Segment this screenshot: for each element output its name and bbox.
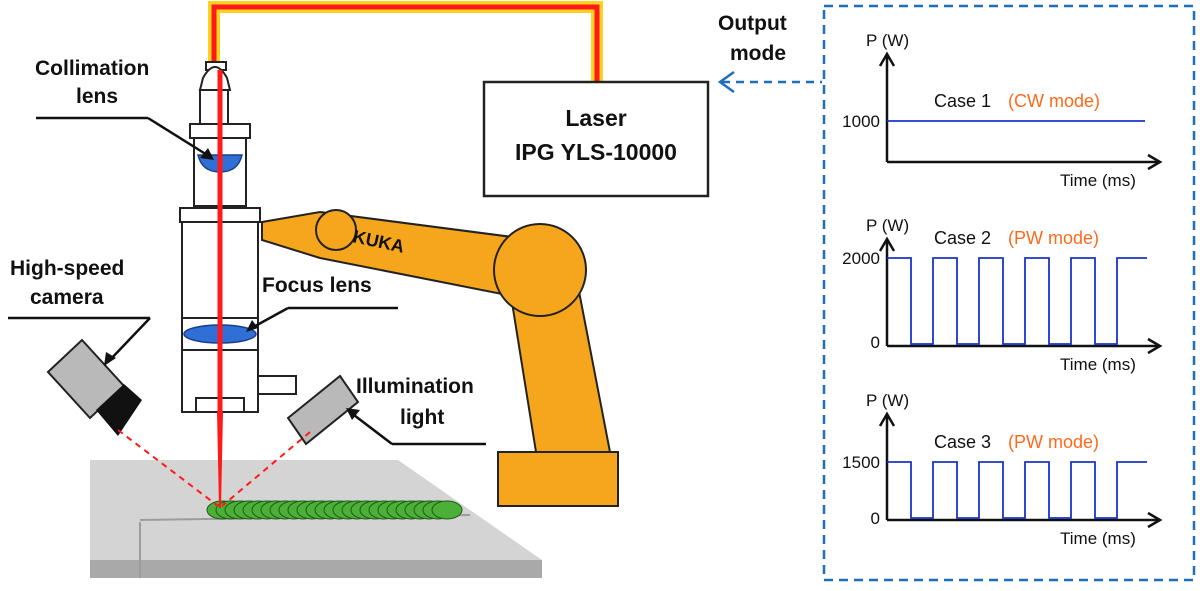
chart-2-ytick-level: 2000 [842,249,880,268]
weld-seam [206,500,463,520]
fiber-core [211,4,600,82]
chart-2-mode-label: (PW mode) [1008,228,1099,248]
power-chart-2: P (W) Time (ms) Case 2 (PW mode) 2000 0 [842,216,1163,374]
chart-3-ylabel: P (W) [866,391,909,410]
plate-front-edge [90,560,542,578]
illumination-leader-arrow [349,411,393,445]
illumination-light-label: Illumination [356,375,474,398]
laser-beam-focused [217,412,223,508]
high-speed-camera-label: High-speed [10,257,124,280]
collimation-lens-label-line2: lens [76,85,118,108]
chart-2-xlabel: Time (ms) [1060,355,1136,374]
camera-lens [96,384,142,436]
chart-2-power-waveform [887,257,1147,345]
high-speed-camera [46,338,142,436]
chart-1-case-label: Case 1 [934,91,991,111]
robot-base [497,451,619,507]
illumination-body [286,374,360,446]
leader-arrowheads [104,148,360,420]
laser-box-title: Laser [565,105,626,131]
output-mode-arrowhead [717,70,735,94]
robot-shoulder-joint [493,223,587,317]
chart-2-case-label: Case 2 [934,228,991,248]
focus-lens-arrowhead [246,320,258,332]
output-mode-frame [822,4,1196,582]
power-waveform-charts: P (W) Time (ms) Case 1 (CW mode) 1000 P (W) Ti… [842,31,1163,548]
chart-3-mode-label: (PW mode) [1008,432,1099,452]
chart-3-x-arrow [1147,511,1163,529]
chart-3-xlabel: Time (ms) [1060,529,1136,548]
collimation-lens-label: Collimation [35,57,149,80]
weld-bead-25 [431,500,463,520]
focus-lens-label: Focus lens [262,274,372,297]
chart-3-power-waveform [887,461,1147,519]
power-chart-3: P (W) Time (ms) Case 3 (PW mode) 1500 0 [842,391,1163,548]
chart-2-x-arrow [1147,337,1163,355]
chart-1-y-arrow [878,51,896,67]
chart-3-ytick-zero: 0 [871,509,880,528]
laser-box-model: IPG YLS-10000 [515,139,677,165]
output-mode-label-line2: mode [730,42,786,65]
illumination-light-source [286,374,360,446]
collimation-arrowhead [200,148,214,160]
leader-lines [8,116,486,446]
laser-box-frame [482,80,710,198]
robot-wrist-joint [315,209,357,251]
head-side-bracket [257,375,297,395]
illumination-line [221,431,311,507]
laser-head [179,61,297,508]
illumination-light-label-line2: light [400,406,444,429]
camera-leader-arrow [107,317,151,363]
laser-source-box: Laser IPG YLS-10000 [482,80,710,198]
camera-arrowhead [104,352,116,366]
chart-1-ylabel: P (W) [866,31,909,50]
chart-3-case-label: Case 3 [934,432,991,452]
head-neck [199,89,229,127]
chart-3-ytick-level: 1500 [842,453,880,472]
chart-3-y-arrow [878,411,896,427]
collimation-leader-arrow [147,116,213,160]
high-speed-camera-label-line2: camera [30,286,104,309]
chart-2-y-arrow [878,236,896,252]
kuka-robot-arm: KUKA [261,209,619,507]
chart-1-xlabel: Time (ms) [1060,171,1136,190]
illumination-arrowhead [346,408,360,420]
output-mode-label: Output [718,12,787,35]
chart-2-ylabel: P (W) [866,216,909,235]
chart-1-ytick-level: 1000 [842,112,880,131]
chart-2-ytick-zero: 0 [871,333,880,352]
optical-fiber [208,1,603,82]
camera-view-line [117,429,219,507]
power-chart-1: P (W) Time (ms) Case 1 (CW mode) 1000 [842,31,1163,190]
fiber-sheath [208,1,603,82]
chart-1-mode-label: (CW mode) [1008,91,1100,111]
chart-1-x-arrow [1147,153,1163,171]
